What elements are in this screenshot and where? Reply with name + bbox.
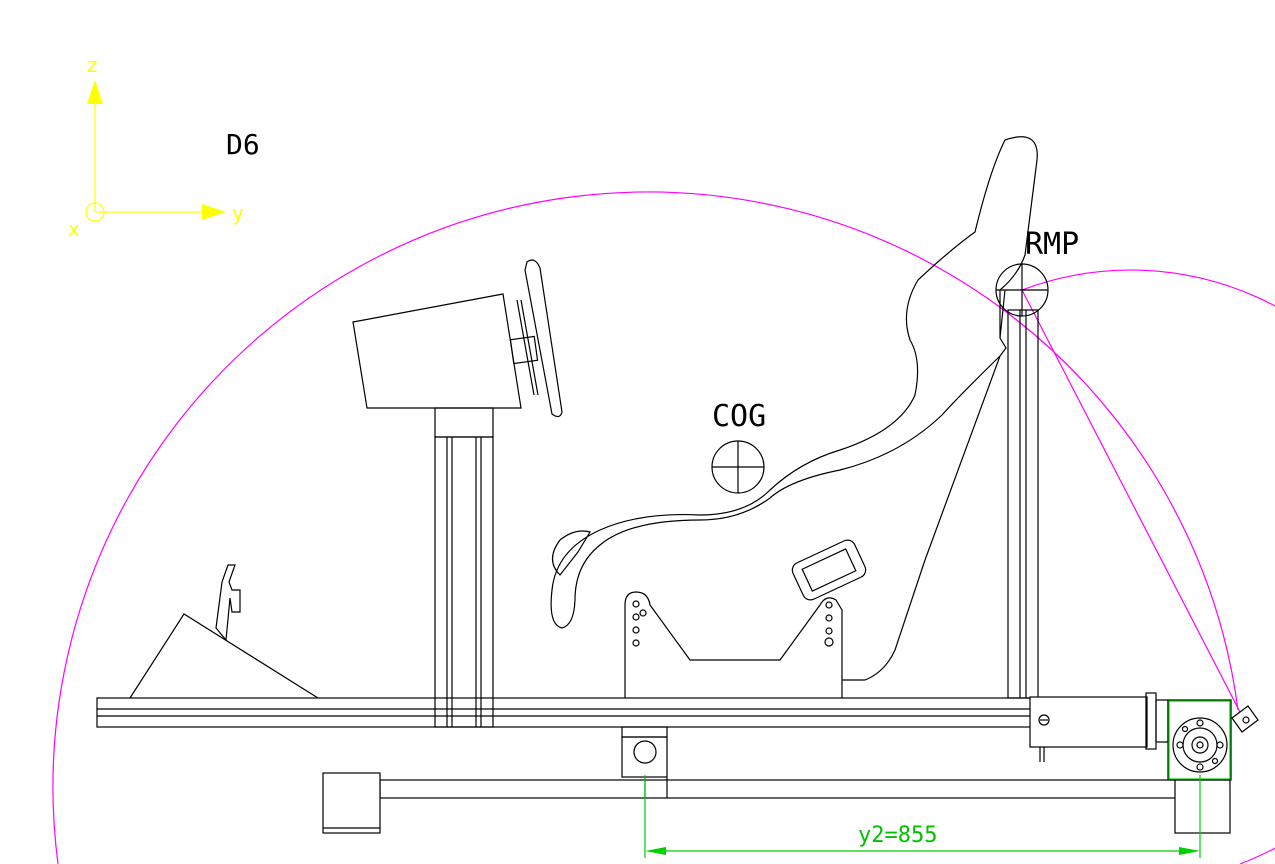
view-id-label: D6: [226, 128, 260, 161]
cog-marker: [711, 440, 765, 494]
axis-triad: z y x: [68, 53, 244, 241]
x-axis-label: x: [68, 217, 80, 241]
dashboard-housing: [352, 293, 522, 409]
gearbox: [1167, 699, 1259, 781]
rotation-arc: [1021, 269, 1275, 864]
motion-envelope-arc: [52, 191, 1239, 864]
z-axis-label: z: [87, 53, 98, 77]
dimension-label: y2=855: [858, 823, 937, 848]
lower-base-beam: [322, 772, 1231, 834]
z-axis-arrow: [87, 80, 103, 104]
steering-post: [434, 407, 494, 728]
y-axis-label: y: [232, 201, 244, 225]
dimension-y2: [644, 775, 1201, 858]
rmp-label: RMP: [1025, 227, 1079, 262]
actuator-motor: [1029, 692, 1169, 762]
steering-wheel: [509, 259, 563, 418]
cog-label: COG: [712, 399, 766, 434]
y-axis-arrow: [202, 204, 226, 220]
seat-bracket: [624, 539, 867, 698]
rotation-radius-line: [1021, 289, 1241, 713]
rear-post: [1007, 309, 1039, 699]
x-axis-symbol: [85, 202, 105, 222]
racing-seat: [550, 136, 1038, 681]
pedal-assembly: [129, 564, 319, 699]
rmp-marker: [995, 263, 1049, 317]
upper-frame-beam: [96, 697, 1033, 728]
